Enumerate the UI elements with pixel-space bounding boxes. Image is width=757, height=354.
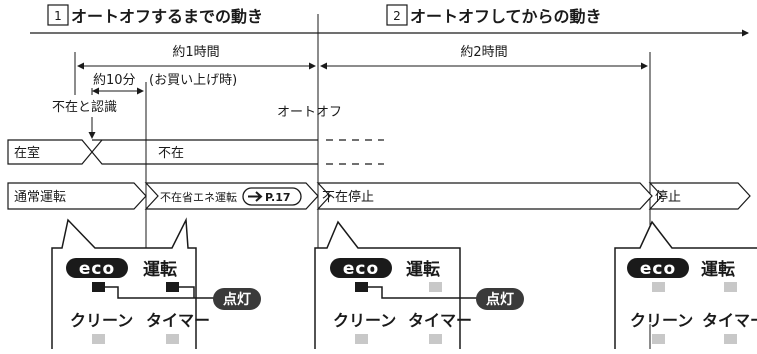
panel-2-timer-label: タイマー: [408, 311, 472, 330]
panel-1-lit-label: 点灯: [223, 291, 251, 308]
panel-2-lit-label: 点灯: [486, 291, 514, 308]
section1-number-box: [47, 4, 69, 26]
indicator-panel-1: eco 運転 点灯 クリーン タイマー: [51, 217, 261, 349]
absence-stop-label: 不在停止: [322, 189, 374, 205]
page-ref-label: P.17: [265, 191, 291, 204]
panel-3-timer-label: タイマー: [702, 311, 757, 330]
at-purchase-note: (お買い上げ時): [149, 73, 237, 88]
panel-2-timer-lamp: [429, 334, 442, 344]
panel-1-eco-text: eco: [79, 259, 115, 279]
panel-1-callout: [51, 217, 197, 349]
section1-title: オートオフするまでの動き: [71, 7, 263, 26]
duration-2-hours: 約2時間: [460, 45, 507, 60]
panel-3-clean-lamp: [652, 334, 665, 344]
duration-10-min: 約10分: [93, 73, 136, 88]
panel-3-run-label: 運転: [701, 259, 735, 280]
panel-2-clean-label: クリーン: [333, 311, 396, 330]
panel-1-lit-badge: [213, 288, 261, 310]
section1-header: 1 オートオフするまでの動き: [47, 4, 263, 26]
panel-2-lit-leader: [368, 286, 480, 299]
stop-label: 停止: [655, 189, 681, 205]
auto-off-label: オートオフ: [277, 105, 342, 120]
panel-2-clean-lamp: [355, 334, 368, 344]
present-label: 在室: [14, 145, 40, 161]
operation-row: 通常運転 不在省エネ運転 P.17 不在停止 停止: [7, 182, 751, 210]
panel-3-clean-label: クリーン: [630, 311, 693, 330]
section1-number: 1: [54, 9, 62, 23]
panel-3-run-lamp: [724, 282, 737, 292]
panel-2-run-label: 運転: [406, 259, 440, 280]
normal-operation-label: 通常運転: [14, 190, 66, 205]
absent-block: [91, 139, 318, 165]
panel-2-eco-text: eco: [343, 259, 379, 279]
section2-number: 2: [393, 9, 401, 23]
panel-1-clean-lamp: [92, 334, 105, 344]
panel-1-run-label: 運転: [143, 259, 177, 280]
presence-row: 在室 不在: [7, 139, 384, 165]
indicator-panel-2: eco 運転 点灯 クリーン タイマー: [314, 220, 524, 349]
panel-1-run-lamp: [166, 282, 179, 292]
panel-2-eco-logo: [330, 258, 392, 278]
absent-label: 不在: [158, 146, 184, 161]
section2-header: 2 オートオフしてからの動き: [386, 4, 602, 26]
panel-2-run-lamp: [429, 282, 442, 292]
panel-1-timer-lamp: [166, 334, 179, 344]
normal-operation-block: [7, 182, 147, 210]
right-arrow-icon: [248, 191, 263, 202]
panel-3-callout: [614, 220, 757, 349]
section2-number-box: [386, 4, 408, 26]
panel-1-eco-lamp: [92, 282, 105, 292]
absence-saving-label: 不在省エネ運転: [160, 191, 237, 204]
panel-3-eco-text: eco: [640, 259, 676, 279]
panel-1-timer-label: タイマー: [146, 311, 210, 330]
panel-2-eco-lamp: [355, 282, 368, 292]
panel-1-clean-label: クリーン: [70, 311, 133, 330]
panel-3-eco-logo: [627, 258, 689, 278]
panel-1-lit-leader: [105, 286, 240, 299]
duration-1-hour: 約1時間: [172, 45, 219, 60]
panel-2-lit-badge: [476, 288, 524, 310]
absence-detected-label: 不在と認識: [52, 99, 117, 115]
section2-title: オートオフしてからの動き: [410, 7, 602, 26]
panel-1-eco-logo: [66, 258, 128, 278]
absence-stop-block: [316, 182, 653, 210]
present-block: [7, 139, 93, 165]
panel-3-timer-lamp: [724, 334, 737, 344]
panel-3-eco-lamp: [652, 282, 665, 292]
stop-block: [648, 182, 751, 210]
panel-2-callout: [314, 220, 461, 349]
indicator-panel-3: eco 運転 クリーン タイマー: [614, 220, 757, 349]
